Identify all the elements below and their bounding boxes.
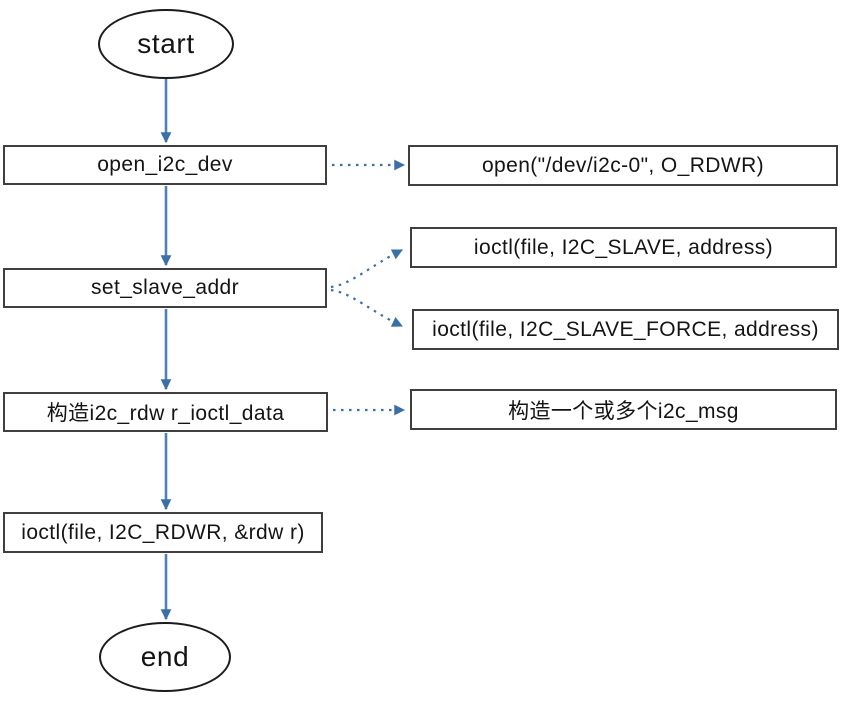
node-open_call: open("/dev/i2c-0", O_RDWR)	[408, 145, 838, 186]
node-build_rdwr_ioctl_data-label: 构造i2c_rdw r_ioctl_data	[46, 402, 285, 425]
node-open_i2c_dev-label: open_i2c_dev	[97, 153, 233, 176]
node-ioctl_i2c_rdwr-label: ioctl(file, I2C_RDWR, &rdw r)	[21, 520, 305, 544]
node-open_call-label: open("/dev/i2c-0", O_RDWR)	[481, 153, 765, 177]
edge-set_slave_addr-to-ioctl_i2c_slave	[330, 249, 403, 289]
node-start: start	[98, 9, 234, 79]
node-ioctl_i2c_slave_force-label: ioctl(file, I2C_SLAVE_FORCE, address)	[432, 317, 819, 341]
node-set_slave_addr-label: set_slave_addr	[90, 276, 240, 299]
node-ioctl_i2c_slave: ioctl(file, I2C_SLAVE, address)	[410, 227, 837, 268]
node-set_slave_addr: set_slave_addr	[3, 268, 327, 308]
edge-set_slave_addr-to-ioctl_i2c_slave_force	[330, 288, 403, 327]
node-open_i2c_dev: open_i2c_dev	[3, 145, 327, 185]
node-ioctl_i2c_slave-label: ioctl(file, I2C_SLAVE, address)	[473, 235, 774, 259]
node-build_i2c_msg-label: 构造一个或多个i2c_msg	[508, 399, 739, 423]
node-build_rdwr_ioctl_data: 构造i2c_rdw r_ioctl_data	[3, 392, 328, 432]
node-build_i2c_msg: 构造一个或多个i2c_msg	[410, 389, 837, 430]
node-ioctl_i2c_rdwr: ioctl(file, I2C_RDWR, &rdw r)	[3, 512, 323, 553]
node-end: end	[99, 622, 231, 692]
node-end-label: end	[140, 641, 190, 672]
node-start-label: start	[137, 28, 195, 59]
node-ioctl_i2c_slave_force: ioctl(file, I2C_SLAVE_FORCE, address)	[412, 309, 839, 350]
